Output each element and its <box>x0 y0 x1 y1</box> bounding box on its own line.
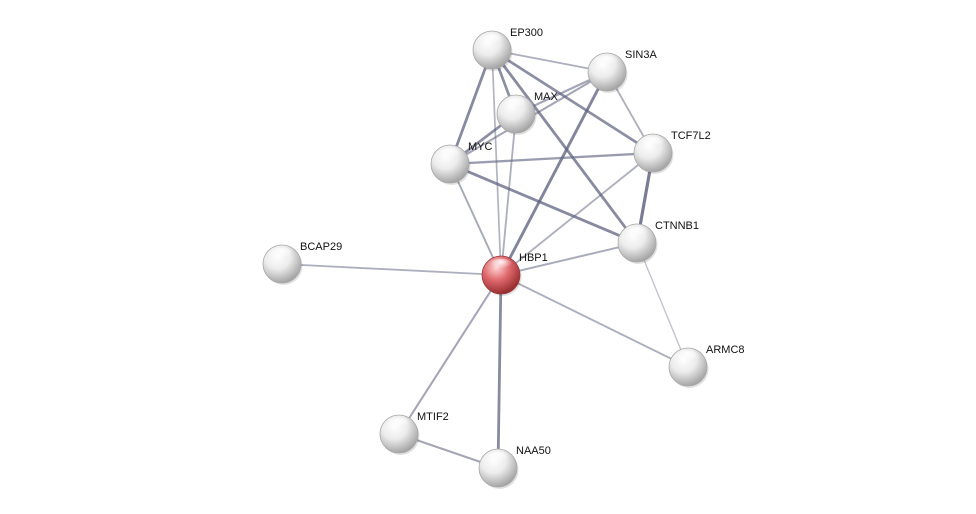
node-label-bcap29: BCAP29 <box>300 241 342 253</box>
edge-tcf7l2-hbp1[interactable] <box>500 152 654 276</box>
edge-myc-tcf7l2[interactable] <box>448 151 655 166</box>
node-hbp1[interactable]: HBP1 <box>481 252 548 296</box>
node-highlight <box>438 147 462 161</box>
edge-myc-ctnnb1[interactable] <box>448 162 639 245</box>
node-label-hbp1: HBP1 <box>519 252 548 264</box>
node-ctnnb1[interactable]: CTNNB1 <box>617 220 699 264</box>
node-mtif2[interactable]: MTIF2 <box>379 411 449 455</box>
node-sin3a[interactable]: SIN3A <box>587 49 657 93</box>
edge-ep300-myc[interactable] <box>448 48 494 166</box>
edge-myc-hbp1[interactable] <box>449 163 502 276</box>
node-highlight <box>387 417 411 431</box>
node-armc8[interactable]: ARMC8 <box>668 344 745 388</box>
node-highlight <box>641 136 665 150</box>
node-label-armc8: ARMC8 <box>706 344 745 356</box>
edge-hbp1-mtif2[interactable] <box>397 273 503 436</box>
node-label-naa50: NAA50 <box>516 445 551 457</box>
node-label-max: MAX <box>534 91 559 103</box>
node-highlight <box>486 451 510 465</box>
edge-ep300-sin3a[interactable] <box>491 49 608 73</box>
node-bcap29[interactable]: BCAP29 <box>262 241 342 285</box>
edges-layer <box>281 48 689 470</box>
node-label-tcf7l2: TCF7L2 <box>671 130 711 142</box>
node-highlight <box>504 97 528 111</box>
node-highlight <box>625 226 649 240</box>
node-naa50[interactable]: NAA50 <box>478 445 551 489</box>
node-ep300[interactable]: EP300 <box>472 27 543 71</box>
node-highlight <box>595 55 619 69</box>
edge-ctnnb1-armc8[interactable] <box>636 242 689 368</box>
node-myc[interactable]: MYC <box>430 141 493 185</box>
edge-ep300-ctnnb1[interactable] <box>490 48 639 245</box>
edge-hbp1-naa50[interactable] <box>496 273 503 470</box>
node-label-myc: MYC <box>468 141 493 153</box>
node-tcf7l2[interactable]: TCF7L2 <box>633 130 711 174</box>
node-label-ep300: EP300 <box>510 27 543 39</box>
node-label-mtif2: MTIF2 <box>417 411 449 423</box>
edge-ep300-tcf7l2[interactable] <box>490 48 655 155</box>
node-label-ctnnb1: CTNNB1 <box>655 220 699 232</box>
node-label-sin3a: SIN3A <box>625 49 657 61</box>
node-highlight <box>270 247 294 261</box>
edge-ctnnb1-hbp1[interactable] <box>500 242 638 276</box>
edge-max-hbp1[interactable] <box>500 113 517 276</box>
node-highlight <box>480 33 504 47</box>
node-highlight <box>489 258 513 272</box>
node-highlight <box>676 350 700 364</box>
edge-hbp1-armc8[interactable] <box>500 274 689 368</box>
node-max[interactable]: MAX <box>496 91 559 135</box>
edge-bcap29-hbp1[interactable] <box>281 263 502 276</box>
edge-sin3a-hbp1[interactable] <box>499 70 609 277</box>
